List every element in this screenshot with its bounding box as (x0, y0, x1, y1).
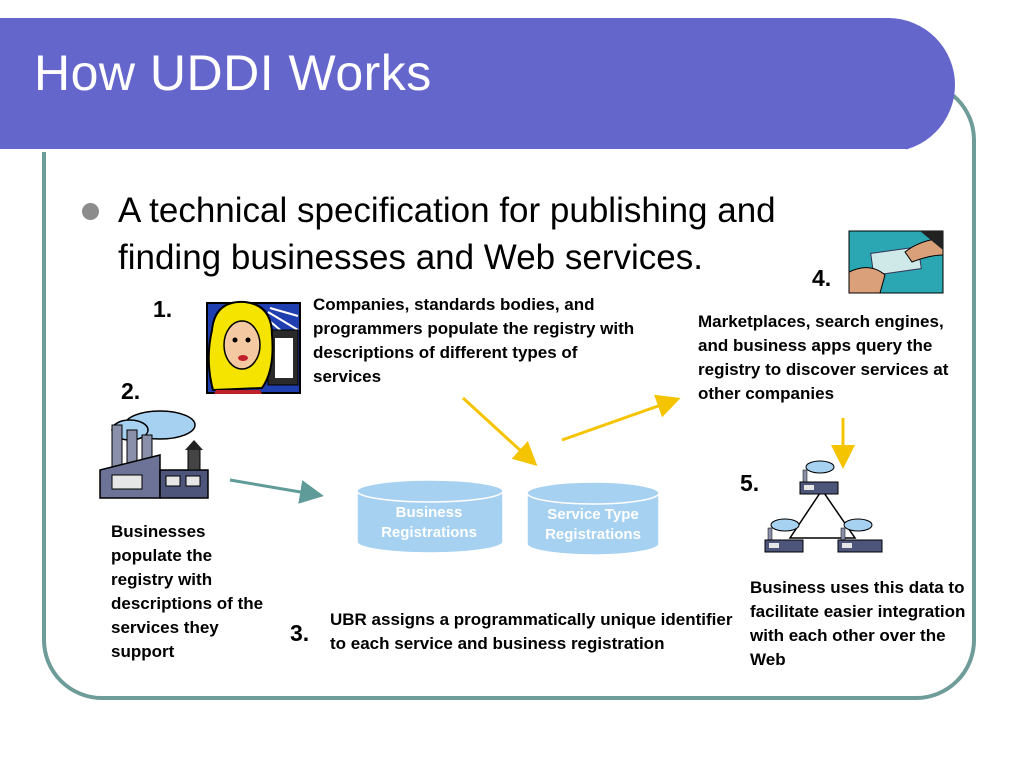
title-underline (0, 149, 906, 152)
step-1-number: 1. (153, 296, 173, 322)
woman-at-computer-icon (206, 300, 301, 394)
arrow-step1-to-service-registry (461, 396, 538, 467)
exchange-hands-icon (848, 230, 944, 294)
step-5-description: Business uses this data to facilitate ea… (750, 578, 966, 669)
business-registrations-label: Business Registrations (381, 504, 477, 541)
service-type-registrations-cylinder (526, 481, 660, 556)
step-1-description: Companies, standards bodies, and program… (313, 295, 635, 386)
business-registrations-cylinder (356, 479, 504, 554)
bullet-text: A technical specification for publishing… (118, 191, 776, 277)
arrow-step2-to-business-registry (229, 478, 324, 504)
step-4-description: Marketplaces, search engines, and busine… (698, 312, 949, 403)
factory-network-icon (764, 460, 883, 553)
step-3-description: UBR assigns a programmatically unique id… (330, 610, 733, 653)
step-3-number: 3. (290, 620, 310, 646)
step-2-number: 2. (121, 378, 141, 404)
bullet-point (82, 203, 99, 220)
step-4-number: 4. (812, 265, 832, 291)
slide-title: How UDDI Works (34, 45, 432, 101)
title-bar (0, 18, 955, 152)
step-5-number: 5. (740, 470, 760, 496)
arrow-registry-to-step4 (561, 394, 681, 442)
service-type-registrations-label: Service Type Registrations (545, 506, 641, 543)
factory-icon (99, 410, 209, 499)
step-2-description: Businesses populate the registry with de… (111, 522, 264, 661)
